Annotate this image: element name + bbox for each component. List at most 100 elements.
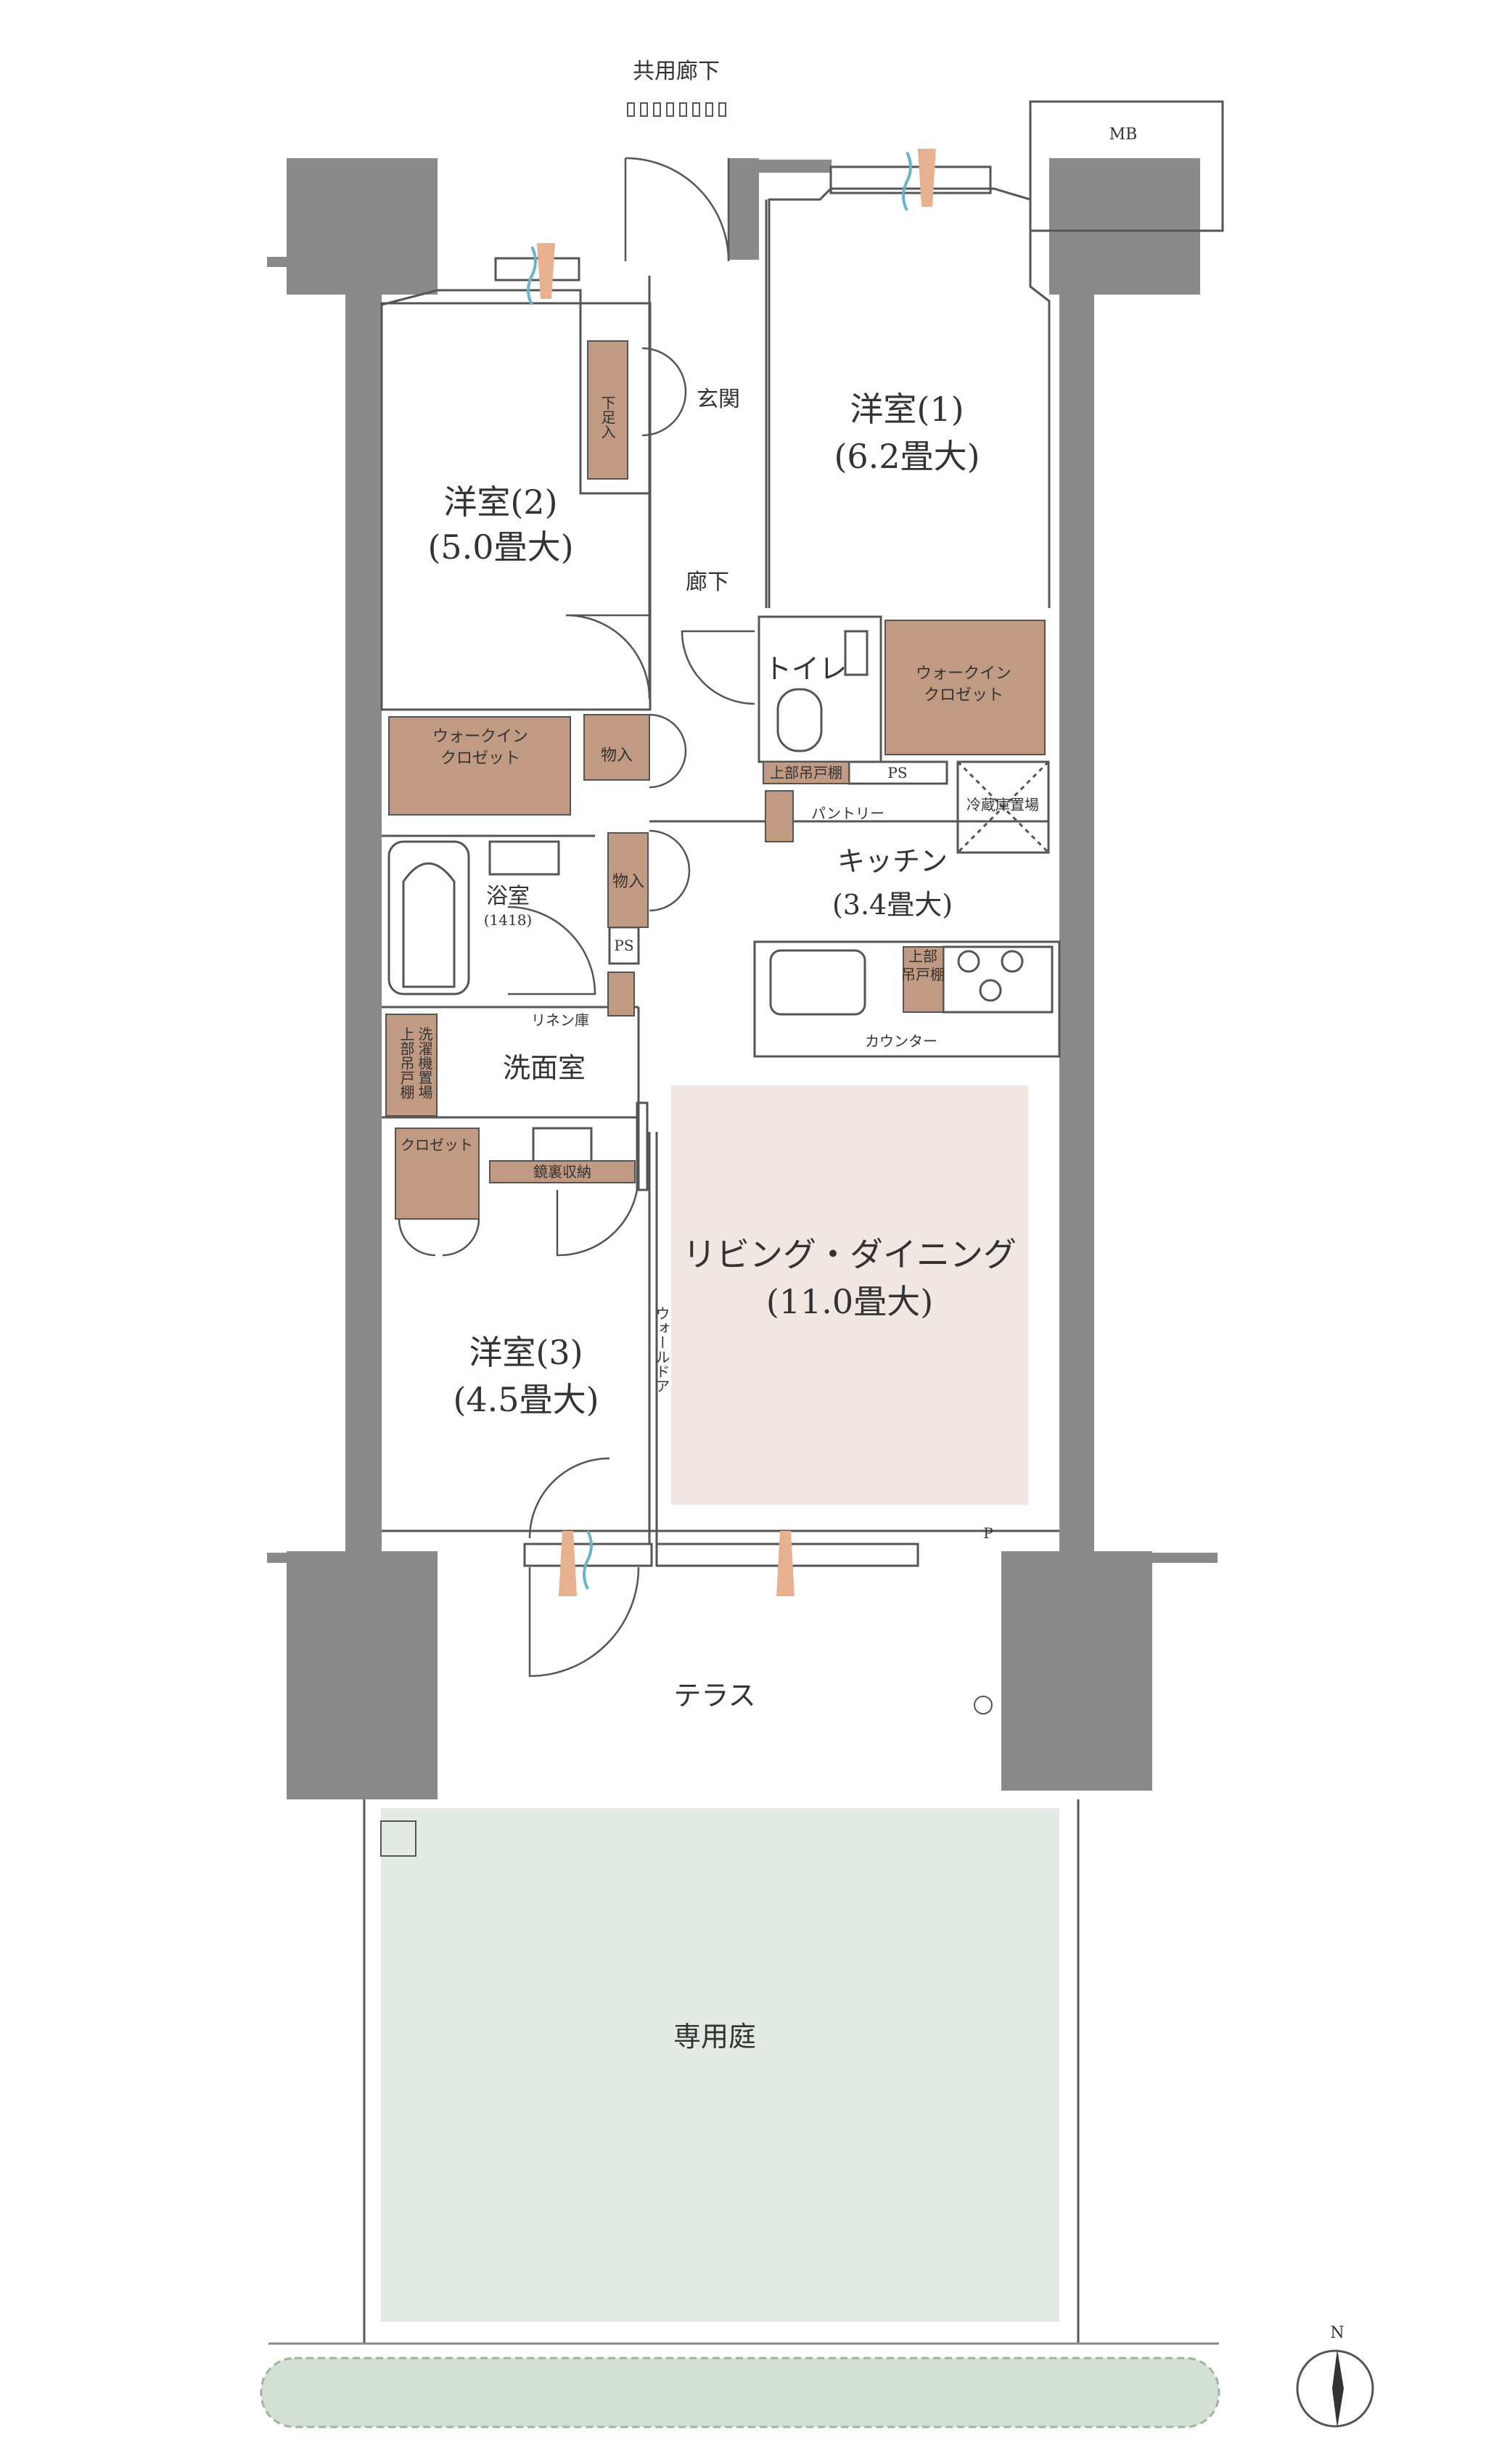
linen-shelf bbox=[607, 972, 635, 1017]
living-name: リビング・ダイニング bbox=[683, 1235, 1017, 1274]
toilet-upper-cabinet bbox=[763, 761, 850, 784]
wash-right-panel bbox=[636, 1101, 649, 1191]
fridge-box bbox=[956, 760, 1050, 854]
living-floor bbox=[671, 1085, 1028, 1505]
wall-door-label: ウォールドア bbox=[653, 1306, 670, 1393]
mb-box bbox=[1029, 100, 1224, 232]
window-room3 bbox=[523, 1543, 653, 1567]
room2-door-swing bbox=[565, 614, 651, 699]
laundry-area bbox=[385, 1014, 438, 1117]
corridor-common-label: 共用廊下 bbox=[633, 59, 720, 84]
burner-1 bbox=[957, 950, 980, 973]
room1-outline bbox=[768, 187, 1051, 608]
room2-name: 洋室(2) bbox=[443, 482, 557, 522]
room3-window-door bbox=[528, 1457, 610, 1539]
pantry-label: パントリー bbox=[811, 805, 884, 822]
column-bottom-right bbox=[1001, 1551, 1152, 1791]
burner-3 bbox=[979, 979, 1002, 1002]
shoe-box bbox=[587, 340, 628, 480]
hedge bbox=[260, 2357, 1220, 2428]
wall-top-center bbox=[728, 158, 759, 260]
door-swings bbox=[398, 157, 755, 1677]
wall-right-exterior bbox=[1059, 283, 1094, 1574]
compass: N bbox=[1296, 2324, 1374, 2428]
terrace-drain bbox=[974, 1696, 993, 1714]
column-bottom-left bbox=[287, 1551, 438, 1799]
room3-size: (4.5畳大) bbox=[453, 1380, 599, 1419]
washroom-label: 洗面室 bbox=[503, 1052, 586, 1084]
compass-needle-icon bbox=[1332, 2349, 1344, 2428]
compass-n: N bbox=[1330, 2324, 1344, 2342]
burner-2 bbox=[1001, 950, 1024, 973]
kitchen-size: (3.4畳大) bbox=[832, 889, 953, 921]
toilet-bowl bbox=[776, 688, 823, 752]
corridor-markers bbox=[627, 102, 726, 117]
wic-room2-line2: クロゼット bbox=[440, 750, 520, 768]
interior-walls bbox=[380, 187, 1061, 1544]
vent-icon-living bbox=[776, 1531, 795, 1596]
wall-right-bottom-strip bbox=[1152, 1553, 1218, 1563]
window-room2 bbox=[494, 257, 580, 282]
entry-door-swing bbox=[625, 157, 730, 262]
toilet-upper-cabinet-label: 上部吊戸棚 bbox=[770, 764, 842, 781]
closet-room3 bbox=[395, 1128, 480, 1220]
compass-circle bbox=[1296, 2349, 1374, 2428]
shoe-box-label: 下足入 bbox=[599, 395, 616, 439]
counter-label: カウンター bbox=[865, 1032, 937, 1050]
fridge-cross-2 bbox=[956, 760, 1050, 854]
bathtub-inner bbox=[402, 862, 456, 988]
bath-name: 浴室 bbox=[486, 884, 530, 909]
linen-label: リネン庫 bbox=[531, 1011, 589, 1029]
hall-door-swing bbox=[681, 630, 755, 705]
column-top-left bbox=[287, 158, 438, 295]
wic-room1-line2: クロゼット bbox=[924, 686, 1003, 705]
vent-arrow-room1 bbox=[902, 152, 912, 211]
entrance-label: 玄関 bbox=[697, 387, 740, 412]
ps1-label: PS bbox=[887, 764, 907, 781]
garden-label: 専用庭 bbox=[673, 2021, 756, 2053]
bathtub-outer bbox=[387, 840, 470, 995]
laundry-upper-label: 上部吊戸棚 bbox=[398, 1027, 415, 1099]
p-mark-label: P bbox=[983, 1524, 993, 1542]
kitchen-upper-cabinet bbox=[903, 946, 944, 1013]
storage-2 bbox=[607, 832, 649, 928]
ps2-label: PS bbox=[614, 937, 633, 954]
wall-left-bottom-strip bbox=[267, 1553, 303, 1563]
storage-units bbox=[385, 340, 1046, 1220]
room3-name: 洋室(3) bbox=[469, 1333, 583, 1372]
vent-icon-room1 bbox=[918, 149, 936, 207]
pantry-shelf bbox=[765, 790, 794, 842]
room2-size: (5.0畳大) bbox=[427, 527, 573, 567]
shoebox-door-swing bbox=[641, 347, 687, 437]
wic-room1 bbox=[884, 620, 1046, 755]
fridge-label: 冷蔵庫置場 bbox=[966, 796, 1039, 813]
labels: 共用廊下 MB 玄関 下足入 廊下 洋室(1) (6.2畳大) 洋室(2) (5… bbox=[398, 59, 1137, 2053]
sink bbox=[769, 949, 866, 1016]
wic-room2-line1: ウォークイン bbox=[432, 728, 528, 746]
wic-room2 bbox=[388, 716, 571, 816]
wall-left-exterior bbox=[345, 283, 382, 1574]
bath-door-swing bbox=[507, 905, 596, 995]
bath-bench bbox=[488, 840, 560, 876]
toilet-label: トイレ bbox=[764, 653, 847, 685]
kitchen-upper-cabinet-line2: 吊戸棚 bbox=[901, 966, 945, 983]
garden-faucet bbox=[380, 1820, 416, 1857]
toilet-tank bbox=[844, 630, 869, 676]
hallway-label: 廊下 bbox=[686, 570, 729, 595]
closet-label: クロゼット bbox=[401, 1136, 473, 1154]
wic-room1-line1: ウォークイン bbox=[916, 665, 1011, 683]
storage1-door-swing bbox=[649, 713, 687, 789]
kitchen-name: キッチン bbox=[837, 845, 948, 877]
wall-top-strip bbox=[759, 160, 832, 173]
counter bbox=[753, 940, 1061, 1058]
room3-door-swing bbox=[556, 1189, 639, 1257]
mirror-storage bbox=[489, 1160, 636, 1183]
mirror-storage-label: 鏡裏収納 bbox=[533, 1163, 591, 1180]
terrace-label: テラス bbox=[673, 1680, 755, 1712]
vent-arrow-room2 bbox=[527, 246, 537, 305]
ventilation-icons bbox=[527, 149, 936, 1596]
storage2-door-swing bbox=[649, 829, 691, 912]
vent-arrow-room3 bbox=[583, 1530, 593, 1590]
terrace-door-swing bbox=[528, 1566, 640, 1677]
